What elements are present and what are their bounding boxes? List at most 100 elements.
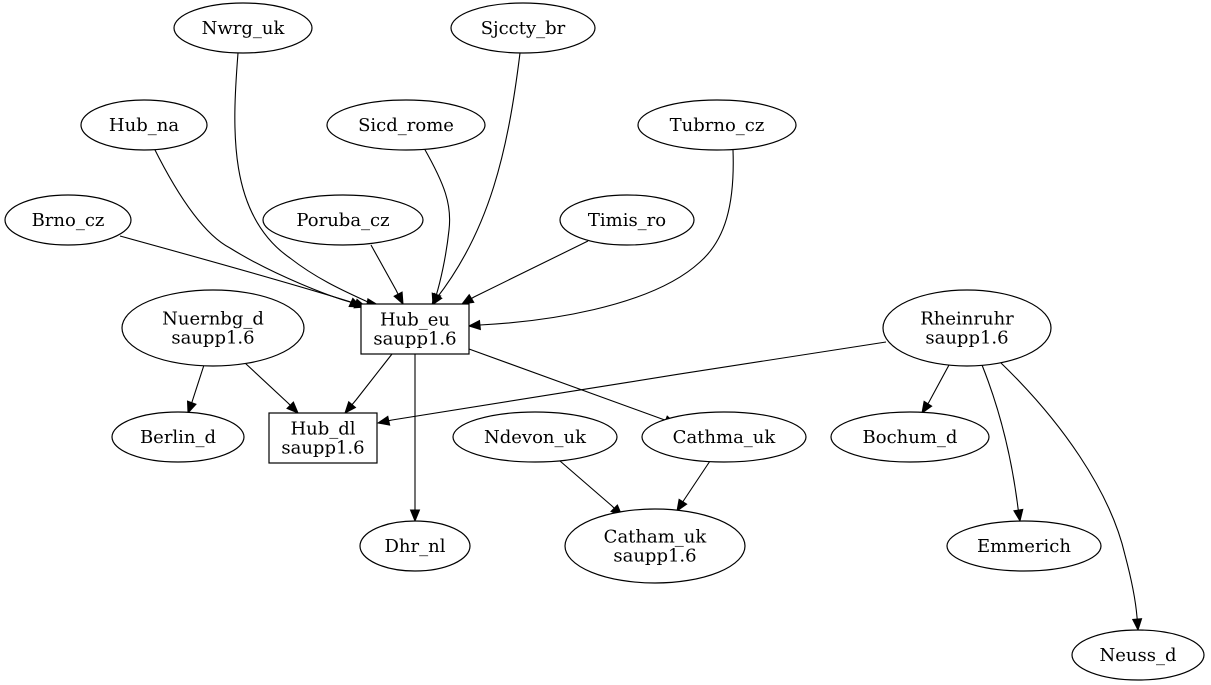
node-ellipse — [262, 194, 424, 246]
edge-line — [479, 149, 734, 326]
node-sicd-rome: Sicd_rome — [326, 99, 486, 151]
arrowhead — [286, 401, 299, 414]
edge-line — [927, 364, 950, 404]
node-ellipse — [326, 99, 486, 151]
node-ellipse — [111, 411, 245, 463]
node-ellipse — [121, 289, 305, 367]
node-label: Ndevon_uk — [484, 427, 587, 448]
node-box — [360, 303, 470, 355]
edge-tubrno-cz-to-hub-eu — [467, 149, 734, 331]
node-sublabel: saupp1.6 — [925, 328, 1008, 349]
arrowhead — [1013, 508, 1024, 523]
node-timis-ro: Timis_ro — [559, 194, 695, 246]
node-ellipse — [882, 289, 1052, 367]
edge-line — [234, 52, 373, 305]
arrowhead — [467, 319, 481, 331]
edge-line — [351, 353, 393, 405]
node-berlin-d: Berlin_d — [111, 411, 245, 463]
arrowhead — [344, 400, 357, 415]
edge-line — [682, 460, 711, 502]
edge-line — [191, 364, 205, 403]
node-ellipse — [452, 411, 618, 463]
node-box — [268, 412, 378, 464]
edge-rheinruhr-to-neuss-d — [1000, 362, 1143, 632]
arrowhead — [409, 509, 421, 523]
node-label: Nwrg_uk — [202, 18, 286, 39]
edge-line — [370, 244, 399, 295]
edge-line — [423, 147, 451, 297]
node-label: Neuss_d — [1100, 645, 1177, 666]
arrowhead — [376, 415, 391, 426]
edge-rheinruhr-to-emmerich — [981, 364, 1024, 523]
arrowhead — [186, 400, 197, 415]
node-label: Hub_na — [109, 115, 179, 136]
node-ellipse — [80, 99, 208, 151]
node-emmerich: Emmerich — [946, 520, 1102, 572]
node-ellipse — [559, 194, 695, 246]
edge-timis-ro-to-hub-eu — [460, 240, 589, 305]
node-sublabel: saupp1.6 — [171, 328, 254, 349]
edge-rheinruhr-to-bochum-d — [921, 364, 950, 415]
node-sublabel: saupp1.6 — [281, 438, 364, 459]
node-label: Catham_uk — [604, 527, 708, 548]
node-label: Sicd_rome — [358, 115, 454, 136]
edge-nwrg-uk-to-hub-eu — [234, 52, 380, 309]
edge-poruba-cz-to-hub-eu — [370, 244, 404, 306]
node-label: Bochum_d — [863, 427, 958, 448]
arrowhead — [1131, 618, 1143, 632]
edge-line — [388, 341, 887, 422]
node-bochum-d: Bochum_d — [830, 411, 990, 463]
node-neuss-d: Neuss_d — [1071, 629, 1205, 681]
node-label: Berlin_d — [140, 427, 216, 448]
node-ellipse — [450, 2, 596, 54]
edge-cathma-uk-to-catham-uk — [676, 460, 711, 513]
node-ellipse — [173, 2, 313, 54]
node-tubrno-cz: Tubrno_cz — [637, 99, 797, 151]
edge-sjccty-br-to-hub-eu — [431, 52, 521, 307]
edge-line — [244, 362, 291, 406]
node-label: Sjccty_br — [481, 18, 566, 39]
node-brno-cz: Brno_cz — [4, 194, 132, 246]
node-ellipse — [637, 99, 797, 151]
edge-sicd-rome-to-hub-eu — [423, 147, 451, 307]
node-sublabel: saupp1.6 — [373, 329, 456, 350]
edge-line — [468, 348, 666, 421]
node-label: Poruba_cz — [296, 210, 389, 231]
node-ellipse — [4, 194, 132, 246]
node-nwrg-uk: Nwrg_uk — [173, 2, 313, 54]
edge-hub-eu-to-dhr-nl — [409, 354, 421, 523]
edge-rheinruhr-to-hub-dl — [376, 341, 887, 426]
node-cathma-uk: Cathma_uk — [641, 411, 807, 463]
node-ellipse — [641, 411, 807, 463]
arrowhead — [431, 292, 442, 307]
edge-line — [435, 52, 521, 300]
edge-hub-eu-to-hub-dl — [344, 353, 393, 415]
node-label: Timis_ro — [588, 210, 666, 231]
node-label: Brno_cz — [32, 210, 105, 231]
node-label: Nuernbg_d — [162, 309, 264, 330]
node-sjccty-br: Sjccty_br — [450, 2, 596, 54]
node-label: Hub_dl — [290, 419, 355, 440]
edge-hub-eu-to-cathma-uk — [468, 348, 678, 426]
node-dhr-nl: Dhr_nl — [359, 520, 471, 572]
edge-line — [559, 460, 615, 509]
edge-line — [981, 364, 1019, 511]
node-label: Tubrno_cz — [670, 115, 765, 136]
edge-line — [1000, 362, 1138, 620]
edge-nuernbg-d-to-berlin-d — [186, 364, 205, 415]
node-ellipse — [1071, 629, 1205, 681]
node-ellipse — [946, 520, 1102, 572]
arrowhead — [676, 498, 688, 513]
edge-ndevon-uk-to-catham-uk — [559, 460, 623, 517]
edges-layer — [119, 52, 1143, 632]
node-label: Cathma_uk — [673, 427, 777, 448]
arrowhead — [921, 400, 933, 415]
arrowhead — [460, 293, 475, 305]
edge-line — [119, 235, 356, 305]
